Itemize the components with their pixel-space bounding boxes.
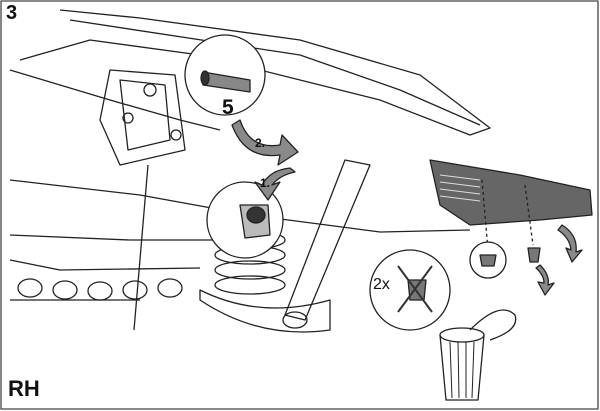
arrow-clip — [535, 264, 555, 296]
mount-bracket — [99, 69, 186, 166]
detail-circle-part5 — [184, 34, 266, 116]
body-panel — [19, 9, 491, 136]
quantity-label: 2x — [373, 276, 390, 293]
step-number: 3 — [6, 2, 18, 24]
waste-bin-icon — [439, 309, 517, 401]
clip-2 — [527, 247, 541, 263]
step-label-1: 1. — [260, 176, 271, 190]
arrow-panel — [557, 224, 583, 263]
frame-holes — [17, 278, 183, 301]
shock-absorber — [284, 159, 371, 321]
arrow-step-1 — [254, 167, 296, 201]
leader-line — [133, 164, 149, 331]
part-callout: 5 — [222, 96, 234, 119]
arrow-step-2 — [231, 119, 299, 166]
underbody-panel — [429, 159, 593, 226]
lower-arm — [199, 289, 331, 333]
step-label-2: 2. — [255, 136, 266, 150]
side-label: RH — [8, 376, 40, 401]
